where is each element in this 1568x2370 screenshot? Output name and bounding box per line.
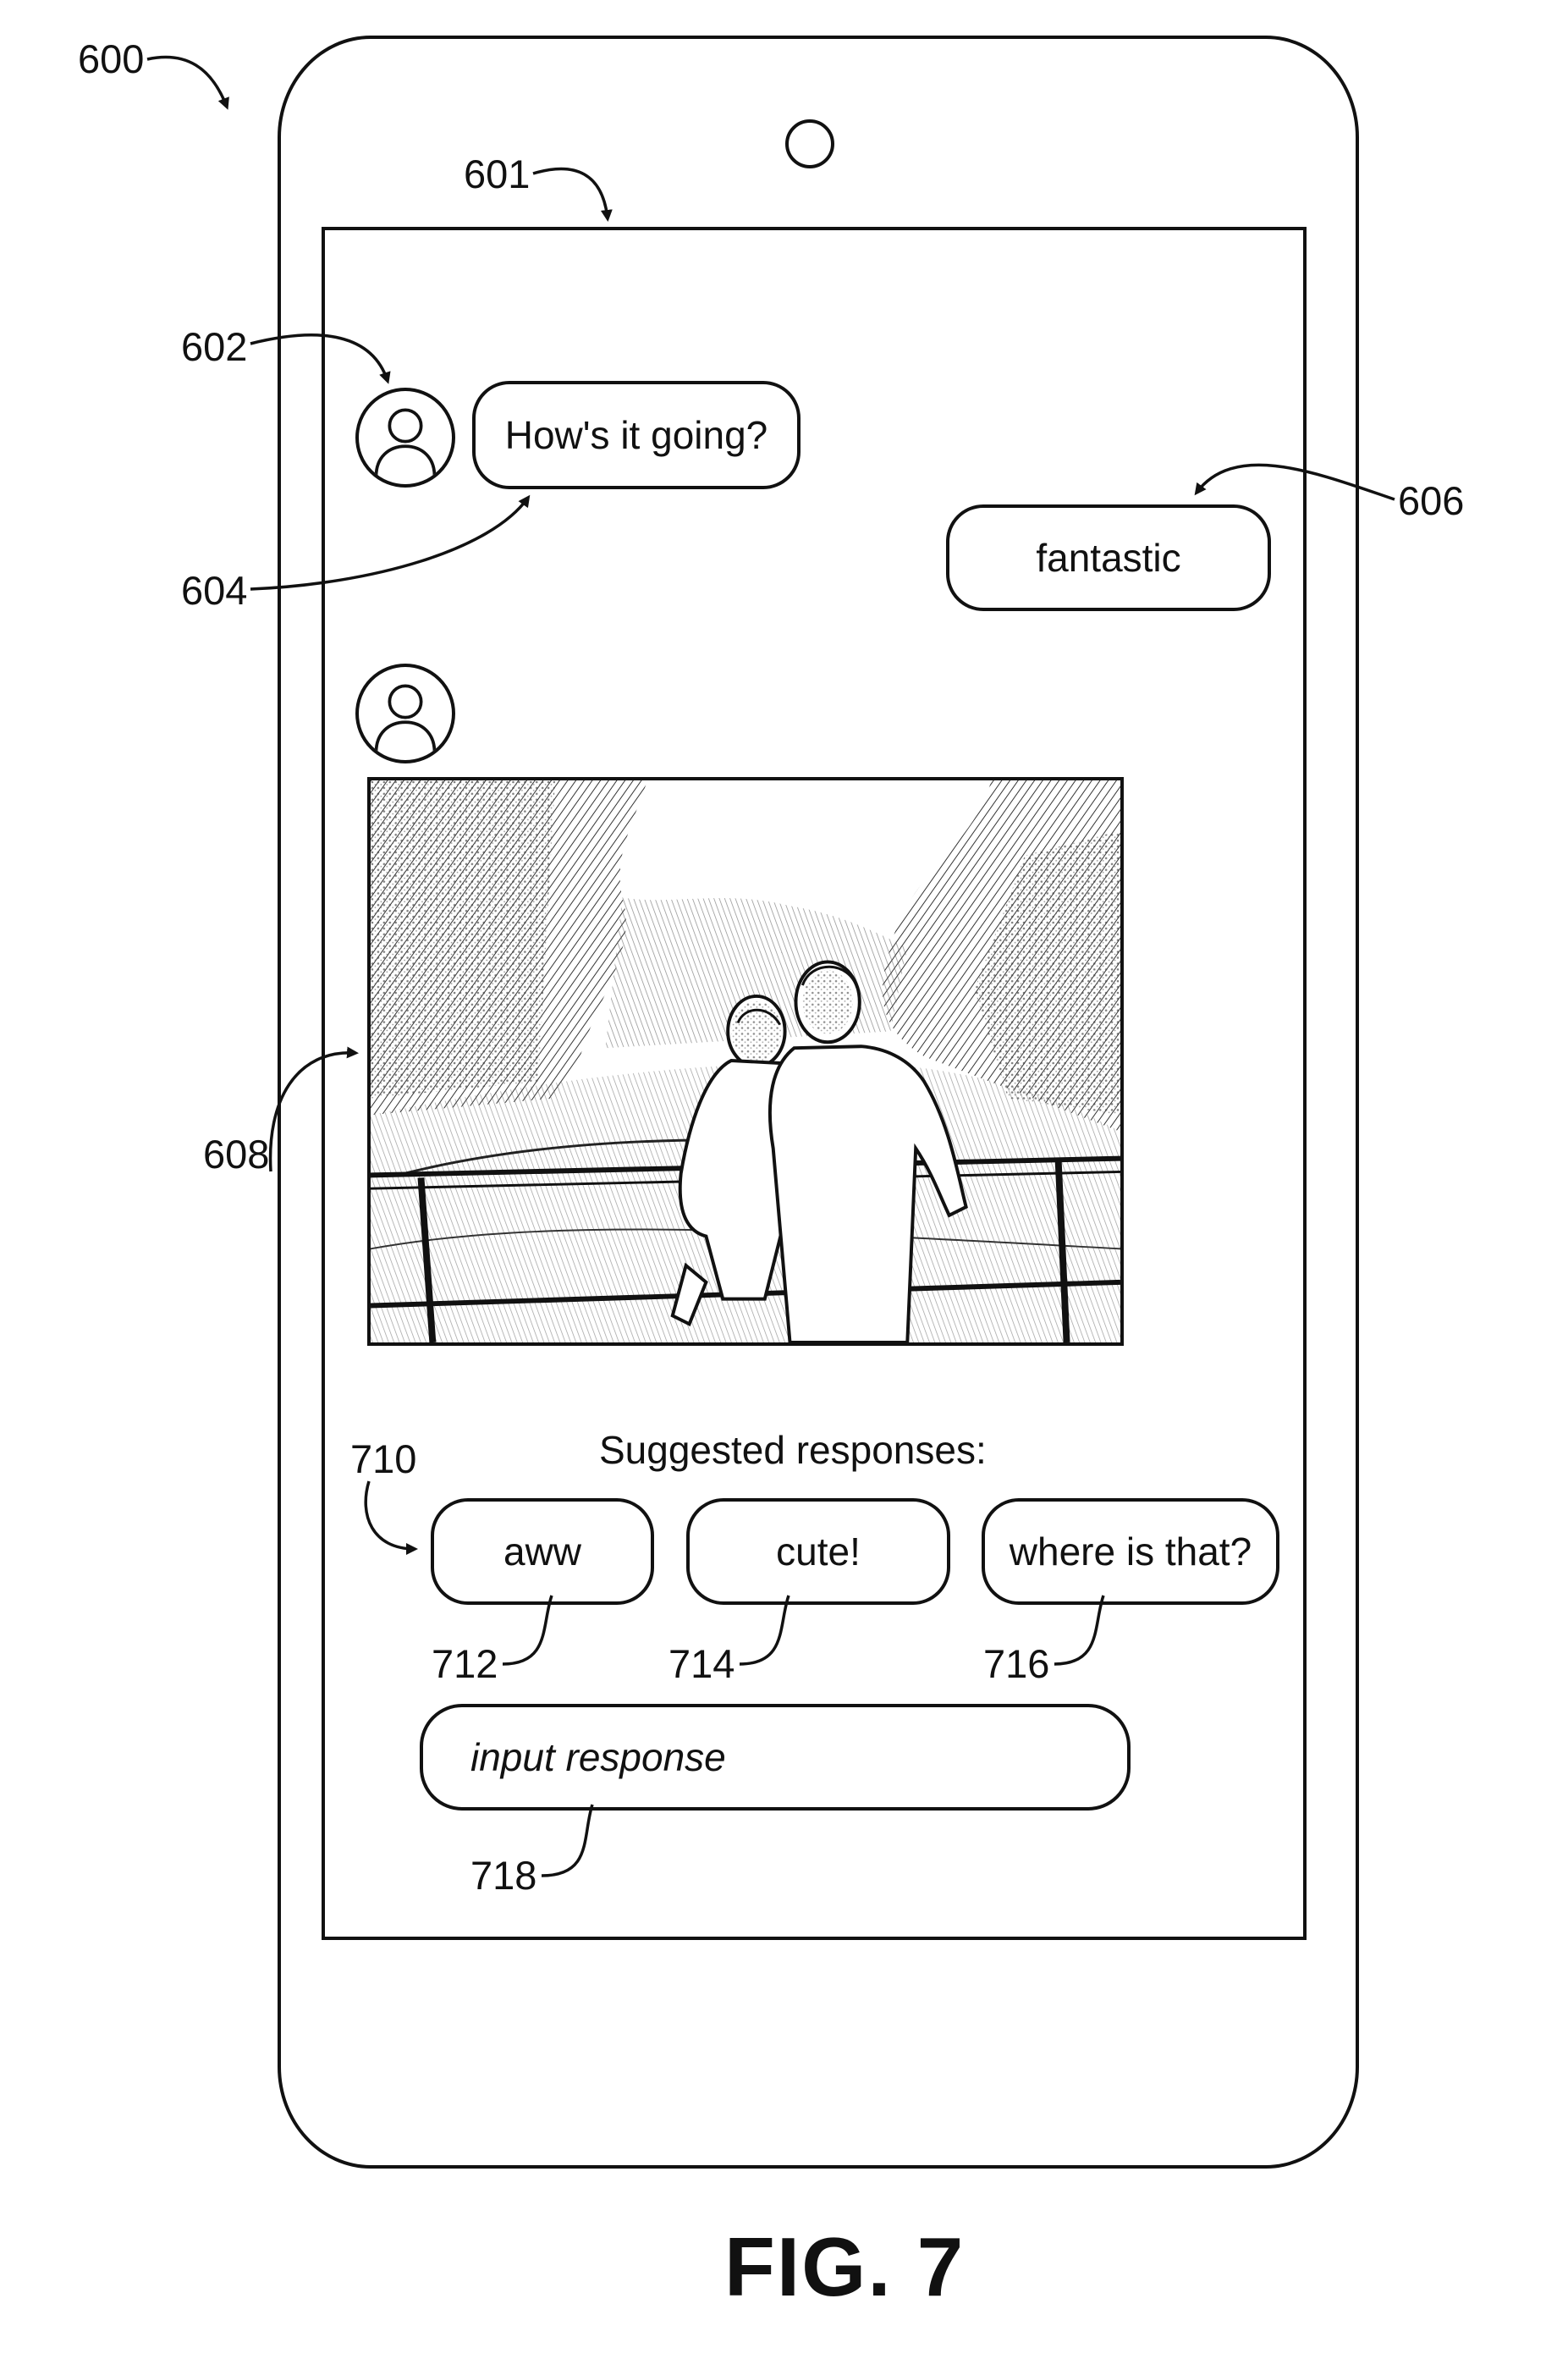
suggestion-label: cute! [776,1529,861,1574]
ref-label-input: 718 [470,1855,536,1895]
sender-avatar-2 [355,664,455,763]
ref-label-device: 600 [78,39,144,79]
figure-label: FIG. 7 [724,2219,965,2315]
shared-photo[interactable] [367,777,1124,1346]
incoming-message-bubble: How's it going? [472,381,801,489]
input-placeholder: input response [470,1734,726,1780]
ref-label-suggestions: 710 [350,1439,416,1479]
ref-label-reply: 606 [1398,481,1464,521]
photo-image [371,780,1120,1342]
ref-label-suggestion-2: 714 [668,1644,734,1684]
incoming-message-text: How's it going? [505,412,768,458]
suggestion-label: aww [503,1529,581,1574]
ref-label-suggestion-3: 716 [983,1644,1049,1684]
suggestion-button-cute[interactable]: cute! [686,1498,950,1605]
ref-label-avatar: 602 [181,327,247,367]
ref-label-image: 608 [203,1134,269,1174]
suggestion-button-aww[interactable]: aww [431,1498,654,1605]
person-icon [359,391,452,484]
ref-label-bubble: 604 [181,570,247,610]
camera-icon [785,119,834,168]
ref-label-screen: 601 [464,154,530,194]
ref-label-suggestion-1: 712 [432,1644,498,1684]
sender-avatar-1 [355,388,455,488]
suggested-responses-title: Suggested responses: [599,1427,987,1473]
suggestion-button-where-is-that[interactable]: where is that? [982,1498,1279,1605]
suggestion-label: where is that? [1010,1529,1252,1574]
response-input-field[interactable]: input response [420,1704,1131,1811]
outgoing-message-text: fantastic [1036,535,1180,581]
outgoing-message-bubble: fantastic [946,504,1271,611]
person-icon [359,667,452,760]
